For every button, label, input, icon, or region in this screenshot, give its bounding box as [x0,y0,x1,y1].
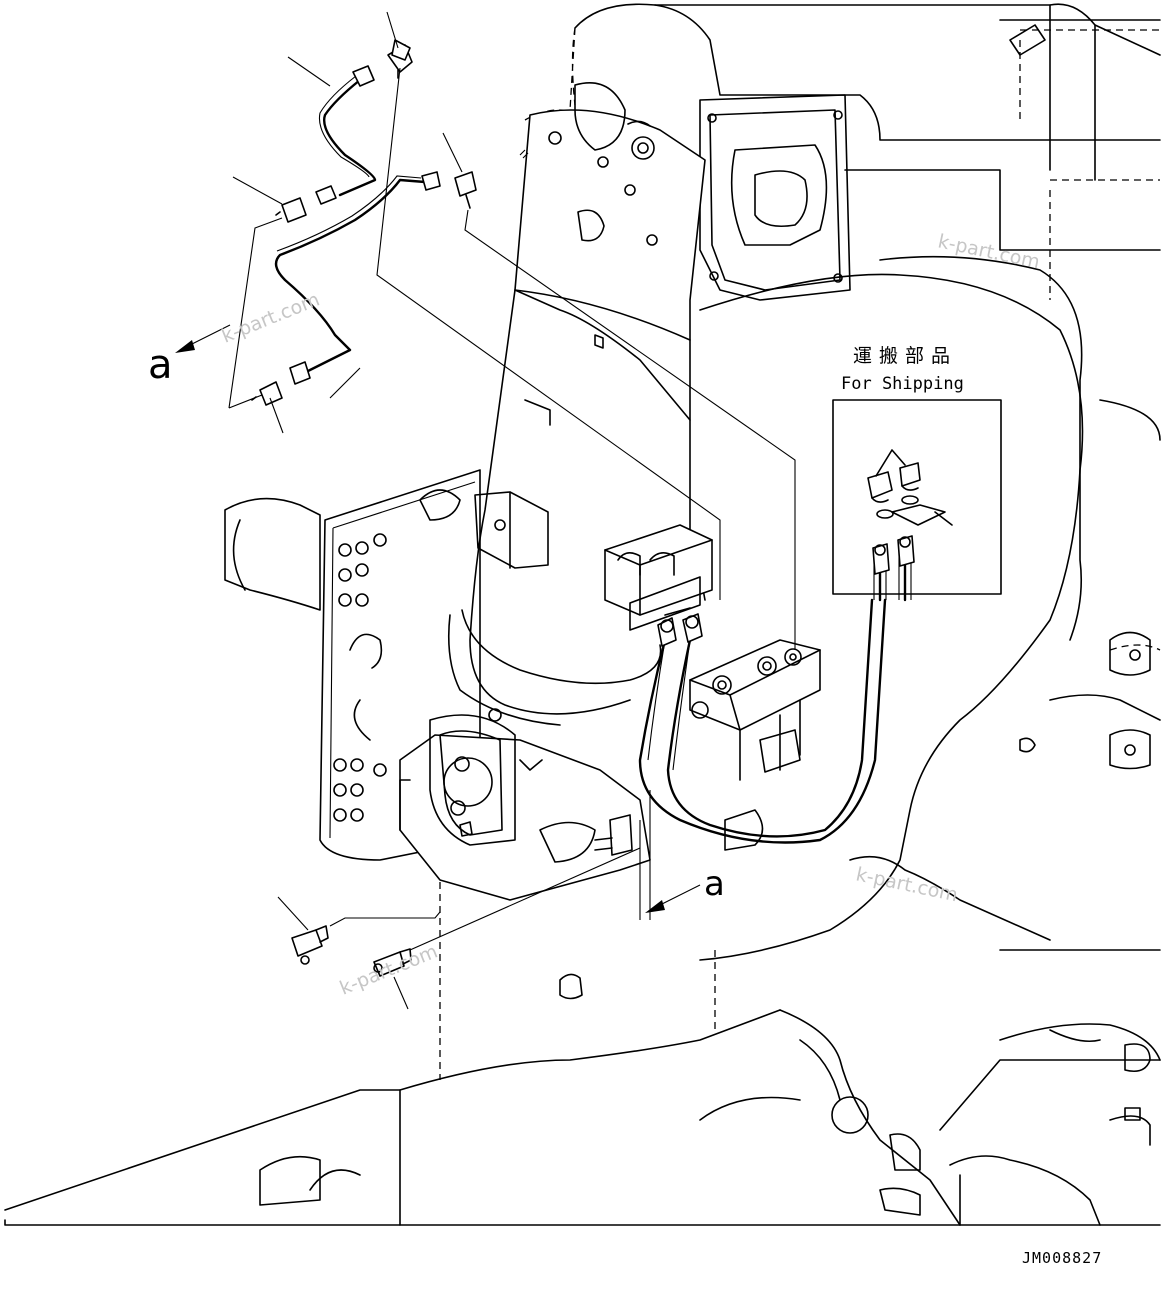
hose-pair-icon [872,535,915,602]
port-block [689,639,821,851]
hydraulic-hoses [638,598,887,844]
grease-fitting-left [291,925,329,965]
drawing-number: JM008827 [1022,1249,1102,1267]
callout-a-right: a [704,864,725,904]
lower-fittings [277,790,701,1010]
watermark-1: k-part.com [219,288,323,347]
mounting-plate [224,469,481,861]
connector-2 [251,381,283,406]
lower-frame [4,870,1161,1226]
gear-housing [399,714,651,901]
watermark-4: k-part.com [337,940,441,999]
exploded-tubes [175,11,796,650]
for-shipping-box: 運搬部品 For Shipping [832,345,1002,602]
plug-icon [867,449,953,526]
shipping-label-jp: 運搬部品 [853,345,957,367]
connector-1 [275,197,307,223]
shipping-label-en: For Shipping [841,374,964,394]
elbow-fitting-mid [454,171,477,209]
elbow-fitting-top [387,39,413,79]
callout-a-left: a [148,342,173,388]
grease-fitting-right [373,948,412,977]
hose-clamp-bracket [604,524,713,631]
frame-body [699,273,1161,1146]
watermark-2: k-part.com [936,230,1042,273]
rear-frame [569,3,1161,641]
